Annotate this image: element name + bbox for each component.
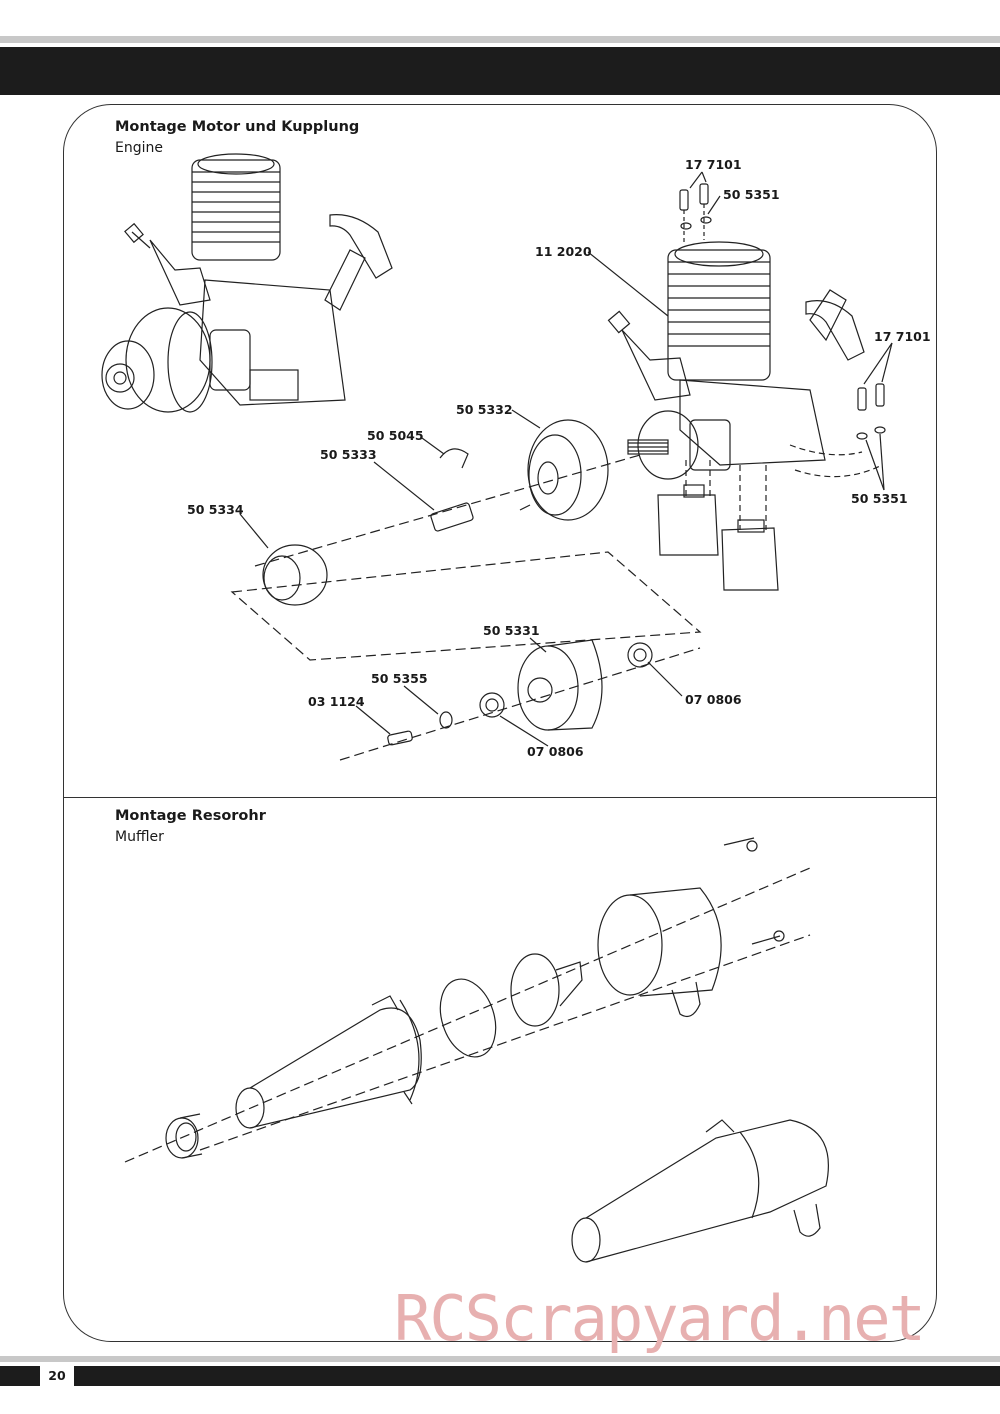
header-bar — [0, 47, 1000, 95]
part-label-bearing-right: 07 0806 — [685, 692, 742, 707]
collet-illustration — [430, 502, 474, 532]
content-frame — [63, 104, 937, 1342]
screw-set-top — [679, 183, 712, 244]
part-label-washer-top: 50 5351 — [723, 187, 780, 202]
assembled-engine-illustration — [101, 153, 393, 413]
part-label-engine: 11 2020 — [535, 244, 592, 259]
flywheel-illustration — [519, 419, 609, 521]
page-number-box — [40, 1366, 74, 1386]
part-label-collet: 50 5333 — [320, 447, 377, 462]
footer-rule — [0, 1356, 1000, 1362]
screw-set-right — [856, 383, 886, 440]
part-label-washer: 50 5355 — [371, 671, 428, 686]
muffler-section-subtitle: Muffler — [115, 829, 164, 845]
part-label-washer-right: 50 5351 — [851, 491, 908, 506]
bearing-illustrations — [479, 642, 653, 718]
clutch-bell-illustration — [517, 639, 603, 731]
part-label-clutch-shoe: 50 5334 — [187, 502, 244, 517]
muffler-exploded-illustration — [124, 837, 811, 1163]
part-label-flywheel: 50 5332 — [456, 402, 513, 417]
footer-bar — [0, 1366, 1000, 1386]
part-label-screw: 03 1124 — [308, 694, 365, 709]
muffler-assembled-illustration — [571, 1119, 829, 1263]
part-label-bearing-left: 07 0806 — [527, 744, 584, 759]
clutch-shoe-illustration — [262, 544, 328, 606]
washer-illustration — [439, 711, 453, 729]
section-divider — [63, 797, 937, 798]
part-label-e-clip: 50 5045 — [367, 428, 424, 443]
part-label-screw-right: 17 7101 — [874, 329, 931, 344]
engine-section-title: Montage Motor und Kupplung — [115, 119, 360, 135]
page-number: 20 — [48, 1368, 66, 1383]
engine-section-subtitle: Engine — [115, 140, 163, 156]
muffler-section-title: Montage Resorohr — [115, 808, 266, 824]
e-clip-illustration — [439, 448, 469, 469]
screw-illustration — [387, 730, 413, 746]
part-label-screw-top: 17 7101 — [685, 157, 742, 172]
watermark: RCScrapyard.net — [394, 1282, 926, 1355]
exploded-engine-illustration — [607, 241, 881, 591]
header-rule — [0, 36, 1000, 43]
part-label-clutch-bell: 50 5331 — [483, 623, 540, 638]
